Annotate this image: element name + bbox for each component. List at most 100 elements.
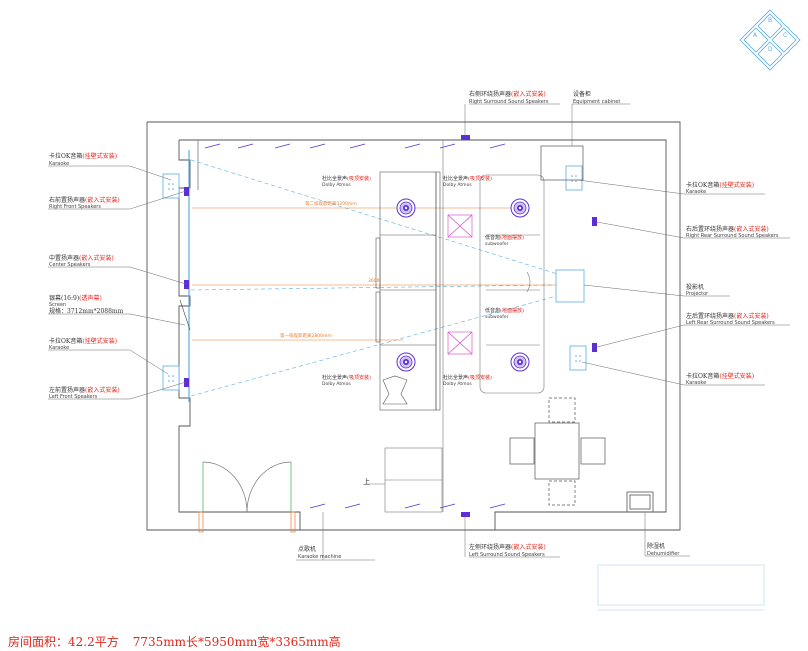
equipment-cabinet xyxy=(540,145,584,181)
logo-letters: B A C D xyxy=(753,17,787,53)
label-atmos-2: 杜比全景声(吸顶安装) Dolby Atmos xyxy=(443,175,492,188)
label-karaoke-top-right: 卡拉OK音箱(挂壁式安装) Karaoke xyxy=(686,181,754,195)
front-row-seating xyxy=(375,171,441,411)
leader-lines xyxy=(48,103,790,561)
label-right-surround: 右侧环绕扬声器(嵌入式安装) Right Surround Sound Spea… xyxy=(469,90,549,105)
svg-text:卡拉OK音箱(挂壁式安装): 卡拉OK音箱(挂壁式安装) xyxy=(686,372,754,380)
svg-text:Karaoke: Karaoke xyxy=(49,161,69,167)
label-karaoke-mid-left: 卡拉OK音箱(挂壁式安装) Karaoke xyxy=(49,337,117,351)
svg-text:Right Front Speakers: Right Front Speakers xyxy=(49,204,101,210)
svg-text:Karaoke: Karaoke xyxy=(49,345,69,351)
svg-text:Karaoke: Karaoke xyxy=(686,189,706,195)
svg-text:Center Speakers: Center Speakers xyxy=(49,262,91,268)
svg-text:Right Surround Sound Speakers: Right Surround Sound Speakers xyxy=(469,99,549,105)
svg-text:投影机: 投影机 xyxy=(686,283,704,291)
projection-beam xyxy=(190,159,565,397)
svg-text:Karaoke machine: Karaoke machine xyxy=(298,554,341,560)
svg-text:点歌机: 点歌机 xyxy=(298,545,316,553)
room-area: 房间面积：42.2平方 xyxy=(8,635,119,649)
svg-text:杜比全景声(吸顶安装): 杜比全景声(吸顶安装) xyxy=(443,374,492,381)
svg-text:规格：3712mm*2088mm: 规格：3712mm*2088mm xyxy=(49,307,124,315)
svg-text:Dolby Atmos: Dolby Atmos xyxy=(443,381,472,387)
label-karaoke-bottom-right: 卡拉OK音箱(挂壁式安装) Karaoke xyxy=(686,372,754,386)
dining-table xyxy=(509,397,606,506)
svg-text:卡拉OK音箱(挂壁式安装): 卡拉OK音箱(挂壁式安装) xyxy=(49,152,117,160)
row1-distance: 第一排观影距离2800mm xyxy=(280,332,332,339)
projector-icon xyxy=(555,269,585,303)
svg-text:Dolby Atmos: Dolby Atmos xyxy=(322,381,351,387)
label-right-rear: 右后置环绕扬声器(嵌入式安装) Right Rear Surround Soun… xyxy=(686,225,779,239)
dehumidifier-icon xyxy=(626,491,654,513)
svg-text:右后置环绕扬声器(嵌入式安装): 右后置环绕扬声器(嵌入式安装) xyxy=(686,225,769,233)
karaoke-speaker xyxy=(162,173,180,199)
svg-text:Projector: Projector xyxy=(686,291,709,297)
svg-text:设备柜: 设备柜 xyxy=(573,90,591,98)
label-equipment: 设备柜 Equipment cabinet xyxy=(573,90,620,105)
center-distance: 3600 xyxy=(368,278,380,284)
label-atmos-4: 杜比全景声(吸顶安装) Dolby Atmos xyxy=(443,374,492,387)
svg-text:中置扬声器(嵌入式安装): 中置扬声器(嵌入式安装) xyxy=(49,254,114,262)
label-right-front: 右前置扬声器(嵌入式安装) Right Front Speakers xyxy=(49,196,120,210)
svg-text:左前置扬声器(嵌入式安装): 左前置扬声器(嵌入式安装) xyxy=(49,386,120,394)
label-karaoke-top-left: 卡拉OK音箱(挂壁式安装) Karaoke xyxy=(49,152,117,167)
door xyxy=(198,461,296,533)
svg-text:Right Rear Surround Sound Spea: Right Rear Surround Sound Speakers xyxy=(686,233,779,239)
label-atmos-1: 杜比全景声(吸顶安装) Dolby Atmos xyxy=(322,175,371,188)
stairs xyxy=(365,447,443,513)
label-subwoofer-1: 低音炮(地面摆放) subwoofer xyxy=(485,234,524,247)
svg-text:Left Rear Surround Sound Speak: Left Rear Surround Sound Speakers xyxy=(686,320,775,326)
wall-speakers xyxy=(184,135,597,517)
sofa-icon xyxy=(382,375,408,405)
svg-text:C: C xyxy=(783,32,787,39)
room-walls xyxy=(146,121,681,531)
svg-text:subwoofer: subwoofer xyxy=(485,314,509,320)
svg-text:右前置扬声器(嵌入式安装): 右前置扬声器(嵌入式安装) xyxy=(49,196,120,204)
label-projector: 投影机 Projector xyxy=(686,283,709,297)
svg-text:左侧环绕扬声器(嵌入式安装): 左侧环绕扬声器(嵌入式安装) xyxy=(469,543,546,551)
label-left-front: 左前置扬声器(嵌入式安装) Left Front Speakers xyxy=(49,386,120,400)
dimension-lines xyxy=(192,207,556,341)
label-left-surround: 左侧环绕扬声器(嵌入式安装) Left Surround Sound Speak… xyxy=(469,543,546,558)
svg-text:右侧环绕扬声器(嵌入式安装): 右侧环绕扬声器(嵌入式安装) xyxy=(469,90,546,98)
atmos-speaker xyxy=(396,352,416,372)
label-dehumidifier: 除湿机 Dehumidifier xyxy=(647,542,680,557)
label-left-rear: 左后置环绕扬声器(嵌入式安装) Left Rear Surround Sound… xyxy=(686,312,775,326)
label-subwoofer-2: 低音炮(地面摆放) subwoofer xyxy=(485,307,524,320)
svg-text:B: B xyxy=(768,17,772,24)
room-dimensions: 7735mm长*5950mm宽*3365mm高 xyxy=(132,635,341,649)
rear-platform xyxy=(442,140,545,512)
svg-text:Dolby Atmos: Dolby Atmos xyxy=(443,182,472,188)
svg-text:杜比全景声(吸顶安装): 杜比全景声(吸顶安装) xyxy=(443,175,492,182)
svg-text:Left Front Speakers: Left Front Speakers xyxy=(49,394,98,400)
svg-text:卡拉OK音箱(挂壁式安装): 卡拉OK音箱(挂壁式安装) xyxy=(49,337,117,345)
atmos-speaker xyxy=(396,198,416,218)
karaoke-speaker xyxy=(565,165,583,191)
svg-text:Left Surround Sound Speakers: Left Surround Sound Speakers xyxy=(469,552,545,558)
karaoke-speaker xyxy=(569,345,587,371)
label-atmos-3: 杜比全景声(吸顶安装) Dolby Atmos xyxy=(322,374,371,387)
label-screen: 银幕(16:9)(透声幕) Screen 规格：3712mm*2088mm xyxy=(49,294,124,315)
svg-text:A: A xyxy=(753,32,758,39)
svg-text:杜比全景声(吸顶安装): 杜比全景声(吸顶安装) xyxy=(322,374,371,381)
subwoofer-icon xyxy=(447,214,473,238)
room-summary: 房间面积：42.2平方 7735mm长*5950mm宽*3365mm高 xyxy=(8,633,355,650)
row2-distance: 第二排观影距离3200mm xyxy=(305,200,357,207)
label-karaoke-machine: 点歌机 Karaoke machine xyxy=(298,545,341,560)
acoustic-panels xyxy=(204,143,506,509)
svg-text:Screen: Screen xyxy=(49,302,66,308)
svg-text:卡拉OK音箱(挂壁式安装): 卡拉OK音箱(挂壁式安装) xyxy=(686,181,754,189)
atmos-speaker xyxy=(510,198,530,218)
label-center: 中置扬声器(嵌入式安装) Center Speakers xyxy=(49,254,114,268)
svg-text:Dehumidifier: Dehumidifier xyxy=(647,551,680,557)
svg-text:银幕(16:9)(透声幕): 银幕(16:9)(透声幕) xyxy=(49,294,102,302)
svg-text:Dolby Atmos: Dolby Atmos xyxy=(322,182,351,188)
svg-text:除湿机: 除湿机 xyxy=(647,542,665,550)
logo-emblem xyxy=(739,9,801,71)
stair-label: 上 xyxy=(363,477,370,486)
svg-text:D: D xyxy=(768,46,773,53)
svg-text:subwoofer: subwoofer xyxy=(485,241,509,247)
svg-text:杜比全景声(吸顶安装): 杜比全景声(吸顶安装) xyxy=(322,175,371,182)
svg-text:低音炮(地面摆放): 低音炮(地面摆放) xyxy=(485,307,524,314)
svg-text:Equipment cabinet: Equipment cabinet xyxy=(573,99,620,105)
